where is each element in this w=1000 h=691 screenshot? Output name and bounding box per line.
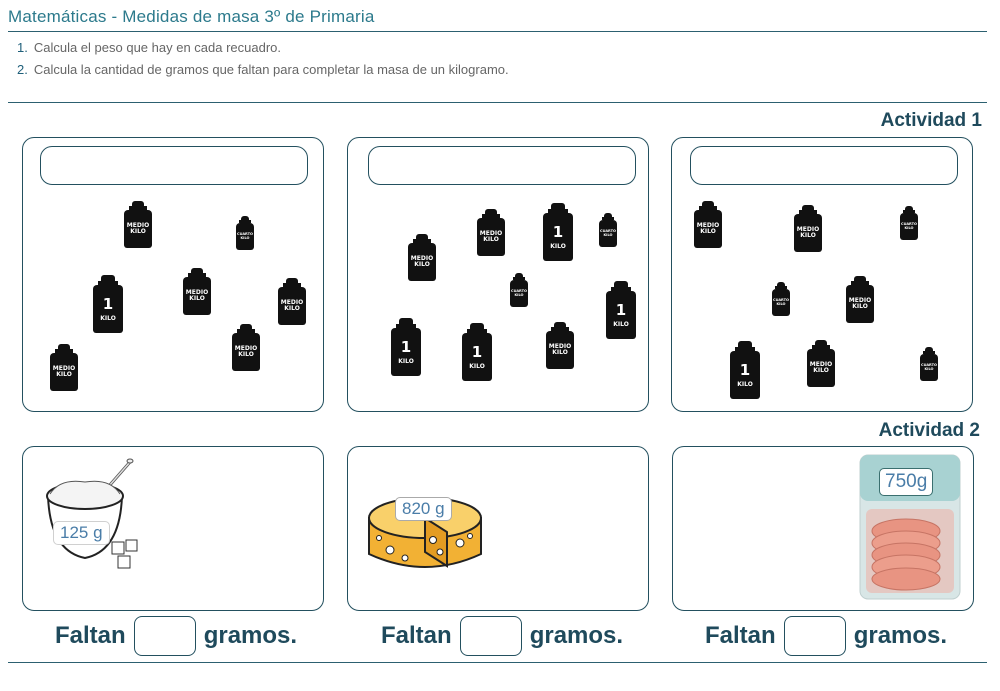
gramos-text: gramos. xyxy=(203,622,298,649)
faltan-text: Faltan xyxy=(381,622,452,649)
footer-divider xyxy=(8,662,987,663)
grams-answer-box-1[interactable] xyxy=(133,616,196,656)
sugar-bowl-icon xyxy=(46,458,138,569)
faltan-text: Faltan xyxy=(705,622,776,649)
answer-field-3[interactable] xyxy=(690,146,958,185)
activity-2-heading: Actividad 2 xyxy=(878,420,980,441)
faltan-row-1: Faltan gramos. xyxy=(55,616,297,656)
activity1-panel-2 xyxy=(347,137,649,412)
answer-field-2[interactable] xyxy=(368,146,636,185)
instruction-2: 2. Calcula la cantidad de gramos que falt… xyxy=(17,62,509,77)
grams-answer-box-3[interactable] xyxy=(783,616,846,656)
page-title: Matemáticas - Medidas de masa 3º de Prim… xyxy=(8,7,375,26)
faltan-row-2: Faltan gramos. xyxy=(381,616,623,656)
instruction-text: Calcula la cantidad de gramos que faltan… xyxy=(33,62,509,77)
instruction-number: 1. xyxy=(17,40,28,55)
answer-field-1[interactable] xyxy=(40,146,308,185)
instruction-1: 1. Calcula el peso que hay en cada recuad… xyxy=(17,40,281,55)
gramos-text: gramos. xyxy=(853,622,948,649)
faltan-row-3: Faltan gramos. xyxy=(705,616,947,656)
faltan-text: Faltan xyxy=(55,622,126,649)
title-divider xyxy=(8,31,987,32)
gramos-text: gramos. xyxy=(529,622,624,649)
cheese-weight-label: 820 g xyxy=(395,497,452,521)
ham-weight-label: 750g xyxy=(879,468,934,496)
section-divider xyxy=(8,102,987,103)
instruction-number: 2. xyxy=(17,62,28,77)
instruction-text: Calcula el peso que hay en cada recuadro… xyxy=(33,40,282,55)
grams-answer-box-2[interactable] xyxy=(459,616,522,656)
activity-1-heading: Actividad 1 xyxy=(880,110,982,131)
sugar-weight-label: 125 g xyxy=(53,521,110,545)
